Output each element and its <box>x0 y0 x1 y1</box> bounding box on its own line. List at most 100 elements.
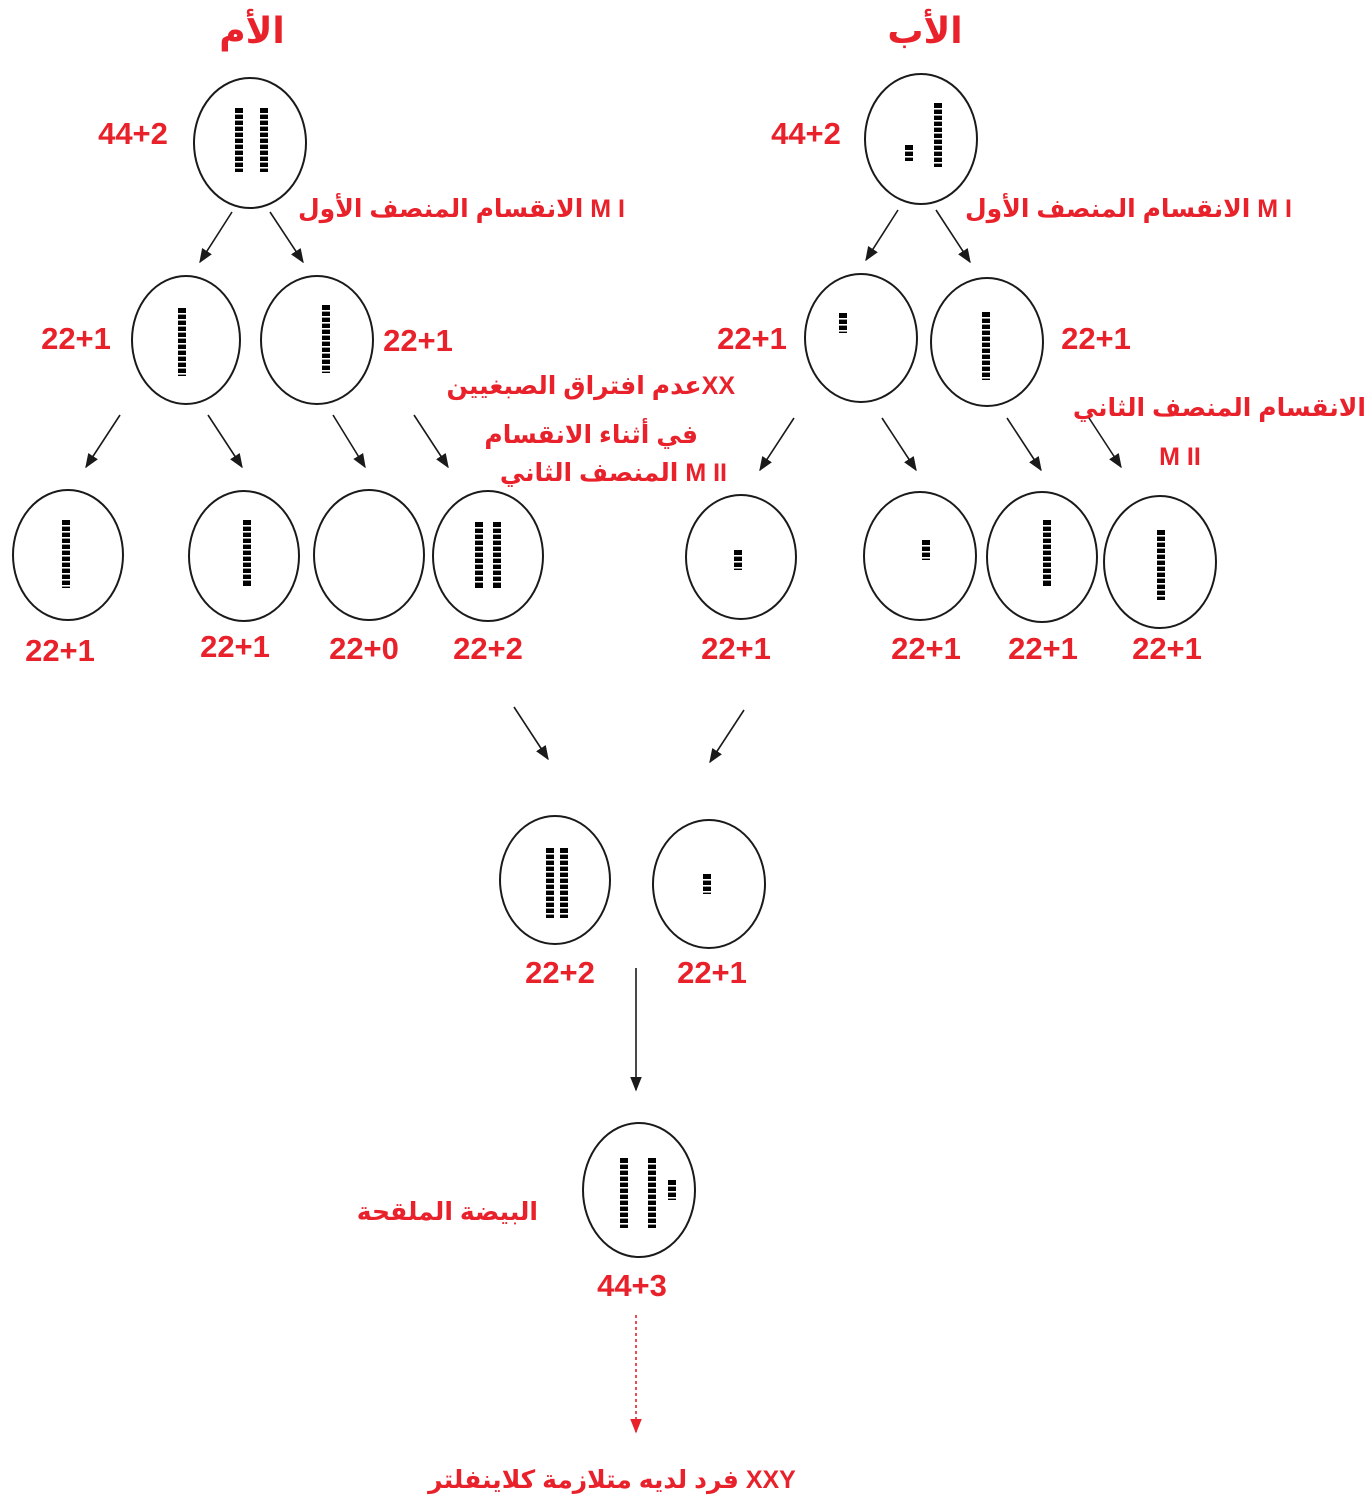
mother-mi-cell-1-chromosome <box>178 308 186 376</box>
chromosome-band <box>933 132 943 134</box>
father-gamete-3 <box>986 491 1098 623</box>
chromosome-band <box>647 1205 657 1207</box>
chromosome-band <box>733 567 743 569</box>
chromosome-band <box>492 581 502 583</box>
chromosome-band <box>242 579 252 581</box>
chromosome-band <box>61 585 71 587</box>
chromosome-band <box>1042 561 1052 563</box>
chromosome-band <box>1156 583 1166 585</box>
chromosome-band <box>921 557 931 559</box>
chromosome-band <box>667 1197 677 1199</box>
zygote-chromosomes <box>619 1158 677 1228</box>
chromosome-band <box>1042 525 1052 527</box>
arrow-father-mi-right <box>935 209 971 264</box>
father-parent-cell <box>864 73 978 205</box>
father-title: الأب <box>887 8 962 51</box>
chromosome-band <box>981 353 991 355</box>
chromosome-band <box>1156 565 1166 567</box>
chromosome-band <box>61 525 71 527</box>
chromosome-band <box>933 138 943 140</box>
chromosome-band <box>1156 547 1166 549</box>
chromosome-band <box>559 859 569 861</box>
chromosome-band <box>545 877 555 879</box>
chromosome-band <box>647 1169 657 1171</box>
egg-count: 22+2 <box>525 955 595 990</box>
chromosome-band <box>474 533 484 535</box>
arrow-mother-mii-1 <box>85 414 121 469</box>
chromosome-band <box>242 573 252 575</box>
chromosome-band <box>981 377 991 379</box>
chromosome-band <box>559 889 569 891</box>
chromosome-band <box>321 364 331 366</box>
chromosome-band <box>177 349 187 351</box>
chromosome-band <box>242 537 252 539</box>
chromosome-band <box>259 131 269 133</box>
chromosome-band <box>933 120 943 122</box>
mother-gamete-4-chromosomes <box>474 522 502 588</box>
chromosome-band <box>474 581 484 583</box>
chromosome-band <box>321 328 331 330</box>
chromosome-band <box>321 358 331 360</box>
chromosome-band <box>61 567 71 569</box>
chromosome-band <box>492 545 502 547</box>
chromosome-band <box>933 126 943 128</box>
mother-mi-count-1: 22+1 <box>41 321 111 356</box>
father-gamete-count-2: 22+1 <box>891 631 961 666</box>
mother-parent-cell <box>193 77 307 209</box>
chromosome-band <box>1156 595 1166 597</box>
nondisjunction-line-1: عدم افتراق الصبغيينXX <box>446 372 735 401</box>
chromosome-band <box>321 322 331 324</box>
chromosome-band <box>647 1181 657 1183</box>
father-mi-cell-1 <box>804 273 918 403</box>
chromosome-band <box>474 569 484 571</box>
chromosome-band <box>619 1217 629 1219</box>
chromosome-band <box>545 913 555 915</box>
chromosome-band <box>545 871 555 873</box>
result-label: فرد لديه متلازمة كلاينفلتر XXY <box>426 1466 796 1495</box>
chromosome-band <box>981 341 991 343</box>
chromosome-band <box>559 883 569 885</box>
chromosome-band <box>904 156 914 158</box>
chromosome-band <box>234 119 244 121</box>
chromosome-band <box>981 347 991 349</box>
chromosome-band <box>492 533 502 535</box>
chromosome-band <box>667 1191 677 1193</box>
chromosome-band <box>321 334 331 336</box>
chromosome-band <box>1042 573 1052 575</box>
chromosome-band <box>647 1223 657 1225</box>
chromosome-band <box>259 125 269 127</box>
chromosome-band <box>474 575 484 577</box>
chromosome-band <box>61 561 71 563</box>
chromosome-band <box>619 1205 629 1207</box>
chromosome-band <box>647 1199 657 1201</box>
chromosome-band <box>474 557 484 559</box>
chromosome-band <box>838 324 848 326</box>
chromosome-band <box>242 567 252 569</box>
chromosome-band <box>933 156 943 158</box>
mother-gamete-4 <box>432 490 544 622</box>
chromosome-band <box>492 563 502 565</box>
mother-gamete-3-empty <box>313 489 425 621</box>
chromosome-band <box>177 313 187 315</box>
chromosome-band <box>177 367 187 369</box>
arrow-father-mii-1 <box>759 417 795 472</box>
chromosome-band <box>1156 559 1166 561</box>
father-gamete-1-chromosome <box>734 550 742 570</box>
chromosome-band <box>1042 549 1052 551</box>
arrow-mother-mi-right <box>269 211 304 264</box>
chromosome-band <box>619 1175 629 1177</box>
chromosome-band <box>177 355 187 357</box>
father-mi-count-2: 22+1 <box>1061 321 1131 356</box>
chromosome-band <box>933 162 943 164</box>
chromosome-band <box>559 877 569 879</box>
chromosome-band <box>545 907 555 909</box>
arrow-mother-mii-4 <box>413 414 449 469</box>
chromosome-band <box>234 137 244 139</box>
chromosome-band <box>619 1169 629 1171</box>
chromosome-band <box>321 352 331 354</box>
chromosome-band <box>177 331 187 333</box>
chromosome-band <box>619 1193 629 1195</box>
father-gamete-2-chromosome <box>922 540 930 560</box>
chromosome-band <box>242 531 252 533</box>
